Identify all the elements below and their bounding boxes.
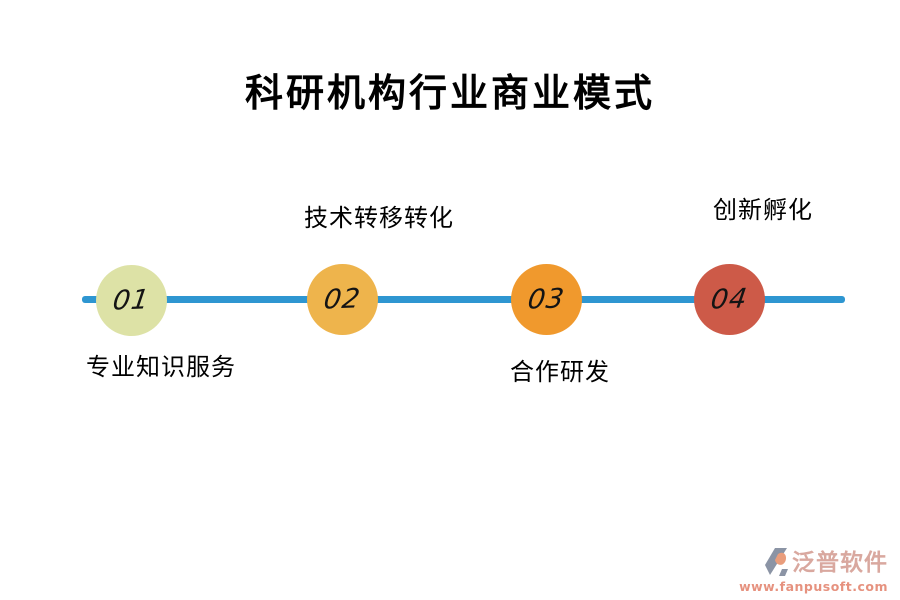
step-number-03: 03 — [526, 283, 567, 316]
step-label-02: 技术转移转化 — [304, 204, 454, 232]
step-number-01: 01 — [111, 284, 152, 317]
step-circle-01: 01 — [96, 265, 167, 336]
step-label-03: 合作研发 — [510, 358, 610, 386]
step-circle-02: 02 — [307, 264, 378, 335]
fanpu-logo-icon — [765, 548, 788, 576]
timeline-line — [82, 296, 845, 303]
step-number-02: 02 — [322, 283, 363, 316]
step-label-04: 创新孵化 — [713, 196, 813, 224]
brand-name: 泛普软件 — [792, 549, 888, 577]
step-number-04: 04 — [709, 283, 750, 316]
brand-url: www.fanpusoft.com — [739, 579, 888, 594]
step-circle-04: 04 — [694, 264, 765, 335]
page-title: 科研机构行业商业模式 — [244, 70, 655, 115]
step-label-01: 专业知识服务 — [86, 353, 236, 381]
step-circle-03: 03 — [511, 264, 582, 335]
brand-watermark: 泛普软件 www.fanpusoft.com — [738, 547, 888, 594]
